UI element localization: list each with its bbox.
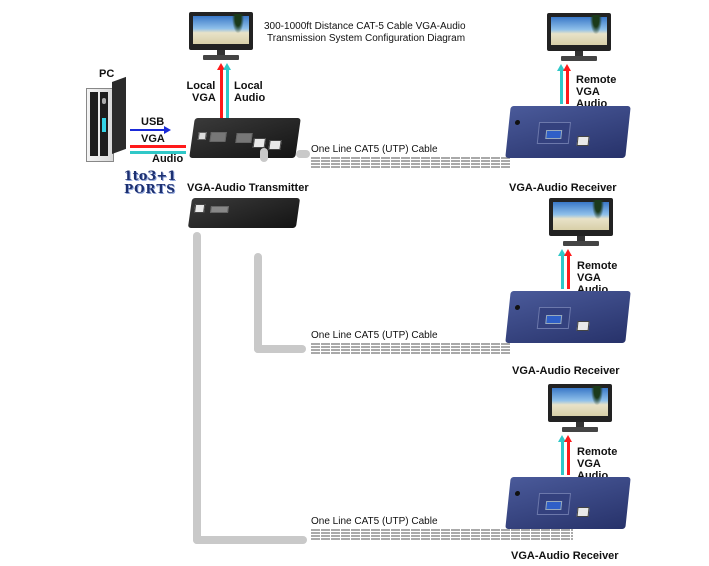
remote-label-1: Remote VGA Audio bbox=[576, 74, 617, 110]
utp-cable-3 bbox=[311, 529, 573, 541]
remote-monitor-icon-2 bbox=[549, 198, 613, 248]
cable-run-receiver-3-horizontal bbox=[193, 536, 307, 544]
cable-run-receiver-3-vertical bbox=[193, 232, 201, 544]
remote-vga-arrow-2 bbox=[564, 249, 572, 289]
diagram-title: 300-1000ft Distance CAT-5 Cable VGA-Audi… bbox=[264, 21, 466, 45]
local-monitor-icon bbox=[189, 12, 253, 62]
local-vga-arrow bbox=[217, 63, 225, 119]
diagram-title-line2: Transmission System Configuration Diagra… bbox=[267, 33, 466, 44]
vga-label: VGA bbox=[141, 133, 165, 145]
local-audio-arrow bbox=[223, 63, 231, 119]
receiver-device-2 bbox=[505, 291, 631, 343]
receiver-label-2: VGA-Audio Receiver bbox=[512, 365, 620, 377]
usb-label: USB bbox=[141, 116, 165, 128]
transmitter-label: VGA-Audio Transmitter bbox=[187, 182, 309, 194]
pc-label: PC bbox=[99, 68, 115, 80]
receiver-device-3 bbox=[505, 477, 631, 529]
transmitter-cable-stub-2 bbox=[296, 150, 310, 158]
utp-cable-1 bbox=[311, 157, 511, 169]
remote-vga-arrow-1 bbox=[563, 64, 571, 104]
transmitter-cable-stub-1 bbox=[260, 148, 268, 162]
receiver-device-1 bbox=[505, 106, 631, 158]
cable-label-3: One Line CAT5 (UTP) Cable bbox=[311, 516, 438, 527]
vga-line bbox=[130, 145, 186, 148]
utp-cable-2 bbox=[311, 343, 511, 355]
receiver-label-1: VGA-Audio Receiver bbox=[509, 182, 617, 194]
cable-run-receiver-2-vertical bbox=[254, 253, 262, 353]
cable-run-receiver-2-horizontal bbox=[254, 345, 306, 353]
remote-audio-arrow-1 bbox=[557, 64, 565, 104]
remote-vga-arrow-3 bbox=[564, 435, 572, 475]
remote-audio-arrow-3 bbox=[558, 435, 566, 475]
cable-label-1: One Line CAT5 (UTP) Cable bbox=[311, 144, 438, 155]
audio-label: Audio bbox=[152, 153, 184, 165]
remote-monitor-icon-3 bbox=[548, 384, 612, 434]
local-vga-label: Local VGA bbox=[186, 80, 216, 104]
local-audio-label: Local Audio bbox=[234, 80, 266, 104]
remote-monitor-icon-1 bbox=[547, 13, 611, 63]
pc-tower-icon bbox=[86, 76, 126, 162]
usb-line bbox=[130, 129, 166, 131]
audio-line bbox=[130, 151, 186, 154]
cable-label-2: One Line CAT5 (UTP) Cable bbox=[311, 330, 438, 341]
receiver-label-3: VGA-Audio Receiver bbox=[511, 550, 619, 562]
remote-audio-arrow-2 bbox=[558, 249, 566, 289]
usb-arrowhead-icon bbox=[164, 126, 171, 134]
transmitter-device bbox=[189, 118, 301, 158]
diagram-title-line1: 300-1000ft Distance CAT-5 Cable VGA-Audi… bbox=[264, 21, 466, 32]
transmitter-expansion-device bbox=[187, 198, 301, 228]
ports-badge: 1to3+1 PORTS bbox=[123, 169, 177, 196]
